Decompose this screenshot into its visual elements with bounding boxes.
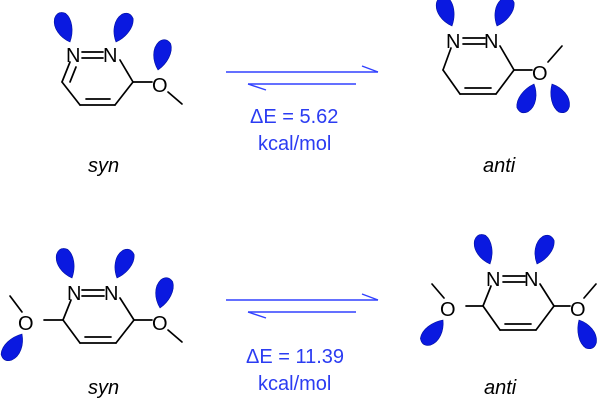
equilibrium-arrow-top bbox=[226, 65, 379, 91]
atom-o: O bbox=[532, 63, 548, 85]
ring-bond-n2-c3 bbox=[119, 59, 134, 83]
atom-o: O bbox=[152, 75, 168, 97]
lone-pair-lobe-o-right bbox=[570, 315, 601, 353]
lone-pair-lobe-o-up bbox=[150, 37, 174, 73]
conformer-label-syn-bottom: syn bbox=[88, 377, 119, 399]
ring-bond-c3-c4 bbox=[535, 305, 555, 331]
atom-o-right: O bbox=[152, 313, 168, 335]
ring-bond-c6-n1 bbox=[62, 299, 72, 321]
o-methyl-bond-left bbox=[431, 283, 445, 299]
conformer-label-syn-top: syn bbox=[88, 155, 119, 177]
ring-bond-n2-c3 bbox=[499, 45, 515, 71]
conformer-label-anti-top: anti bbox=[483, 155, 516, 177]
lone-pair-lobe-o-right bbox=[152, 275, 176, 311]
atom-n2: N bbox=[104, 283, 118, 305]
lone-pair-lobe-n2 bbox=[529, 231, 558, 268]
ring-bond-c3-c4 bbox=[495, 69, 515, 95]
atom-n2: N bbox=[484, 31, 498, 53]
energy-unit-top: kcal/mol bbox=[258, 133, 331, 155]
ring-bond-c5-c6 bbox=[482, 305, 501, 331]
reverse-arrow-head bbox=[247, 83, 267, 91]
lone-pair-lobe-o-right bbox=[543, 79, 575, 117]
ring-bonds bbox=[61, 51, 134, 106]
molecule-anti-3-methoxypyridazine: N N O bbox=[431, 0, 575, 117]
lone-pair-lobe-n1 bbox=[469, 231, 500, 268]
ring-bond-c3-c4 bbox=[114, 81, 134, 106]
ring-bond-c5-c6 bbox=[442, 69, 461, 95]
o-methyl-bond-right bbox=[583, 283, 597, 299]
ring-bond-n2-c3 bbox=[119, 297, 135, 321]
lone-pair-lobe-n2 bbox=[109, 245, 138, 282]
forward-arrow-head bbox=[361, 293, 379, 301]
molecule-anti-3-6-dimethoxypyridazine: N N O O bbox=[416, 231, 601, 353]
conformer-label-anti-bottom: anti bbox=[484, 377, 517, 399]
ring-bond-c6-n1 bbox=[482, 285, 492, 307]
atom-o-left: O bbox=[18, 313, 34, 335]
molecule-syn-3-6-dimethoxypyridazine: N N O O bbox=[0, 245, 183, 365]
ring-bond-c5-c6 bbox=[62, 319, 81, 344]
lone-pair-lobe-n1 bbox=[431, 0, 462, 30]
atom-o-right: O bbox=[570, 299, 586, 321]
ring-bond-c6-n1 bbox=[442, 47, 452, 71]
lone-pair-lobe-o-left bbox=[513, 80, 542, 117]
atom-n2: N bbox=[103, 45, 117, 67]
o-methyl-bond bbox=[167, 91, 183, 105]
reverse-arrow-head bbox=[247, 311, 267, 319]
ring-bond-c6-n1-double bbox=[69, 66, 77, 83]
atom-n1: N bbox=[67, 283, 81, 305]
o-methyl-bond-right bbox=[167, 329, 183, 343]
energy-value-bottom: ΔE = 11.39 bbox=[246, 346, 344, 368]
atom-o-left: O bbox=[440, 299, 456, 321]
atom-n1: N bbox=[66, 45, 80, 67]
lone-pair-lobe-n1 bbox=[49, 9, 80, 46]
equilibrium-arrow-bottom bbox=[226, 293, 379, 319]
o-methyl-bond-left bbox=[9, 295, 23, 313]
atom-n1: N bbox=[446, 31, 460, 53]
lone-pair-lobe-n2 bbox=[108, 9, 137, 46]
o-methyl-bond bbox=[547, 45, 563, 63]
forward-arrow-head bbox=[361, 65, 379, 73]
atom-n1: N bbox=[486, 269, 500, 291]
ring-bond-c3-c4 bbox=[115, 319, 135, 344]
lone-pair-lobe-n2 bbox=[489, 0, 518, 30]
ring-bond-c6-n1 bbox=[61, 61, 71, 83]
energy-unit-bottom: kcal/mol bbox=[258, 373, 331, 395]
ring-bond-n2-c3 bbox=[539, 283, 555, 307]
atom-n2: N bbox=[524, 269, 538, 291]
ring-bond-c5-c6 bbox=[61, 81, 81, 106]
molecule-syn-3-methoxypyridazine: N N O bbox=[49, 9, 183, 106]
lone-pair-lobe-n1 bbox=[51, 245, 82, 282]
energy-value-top: ΔE = 5.62 bbox=[250, 106, 338, 128]
